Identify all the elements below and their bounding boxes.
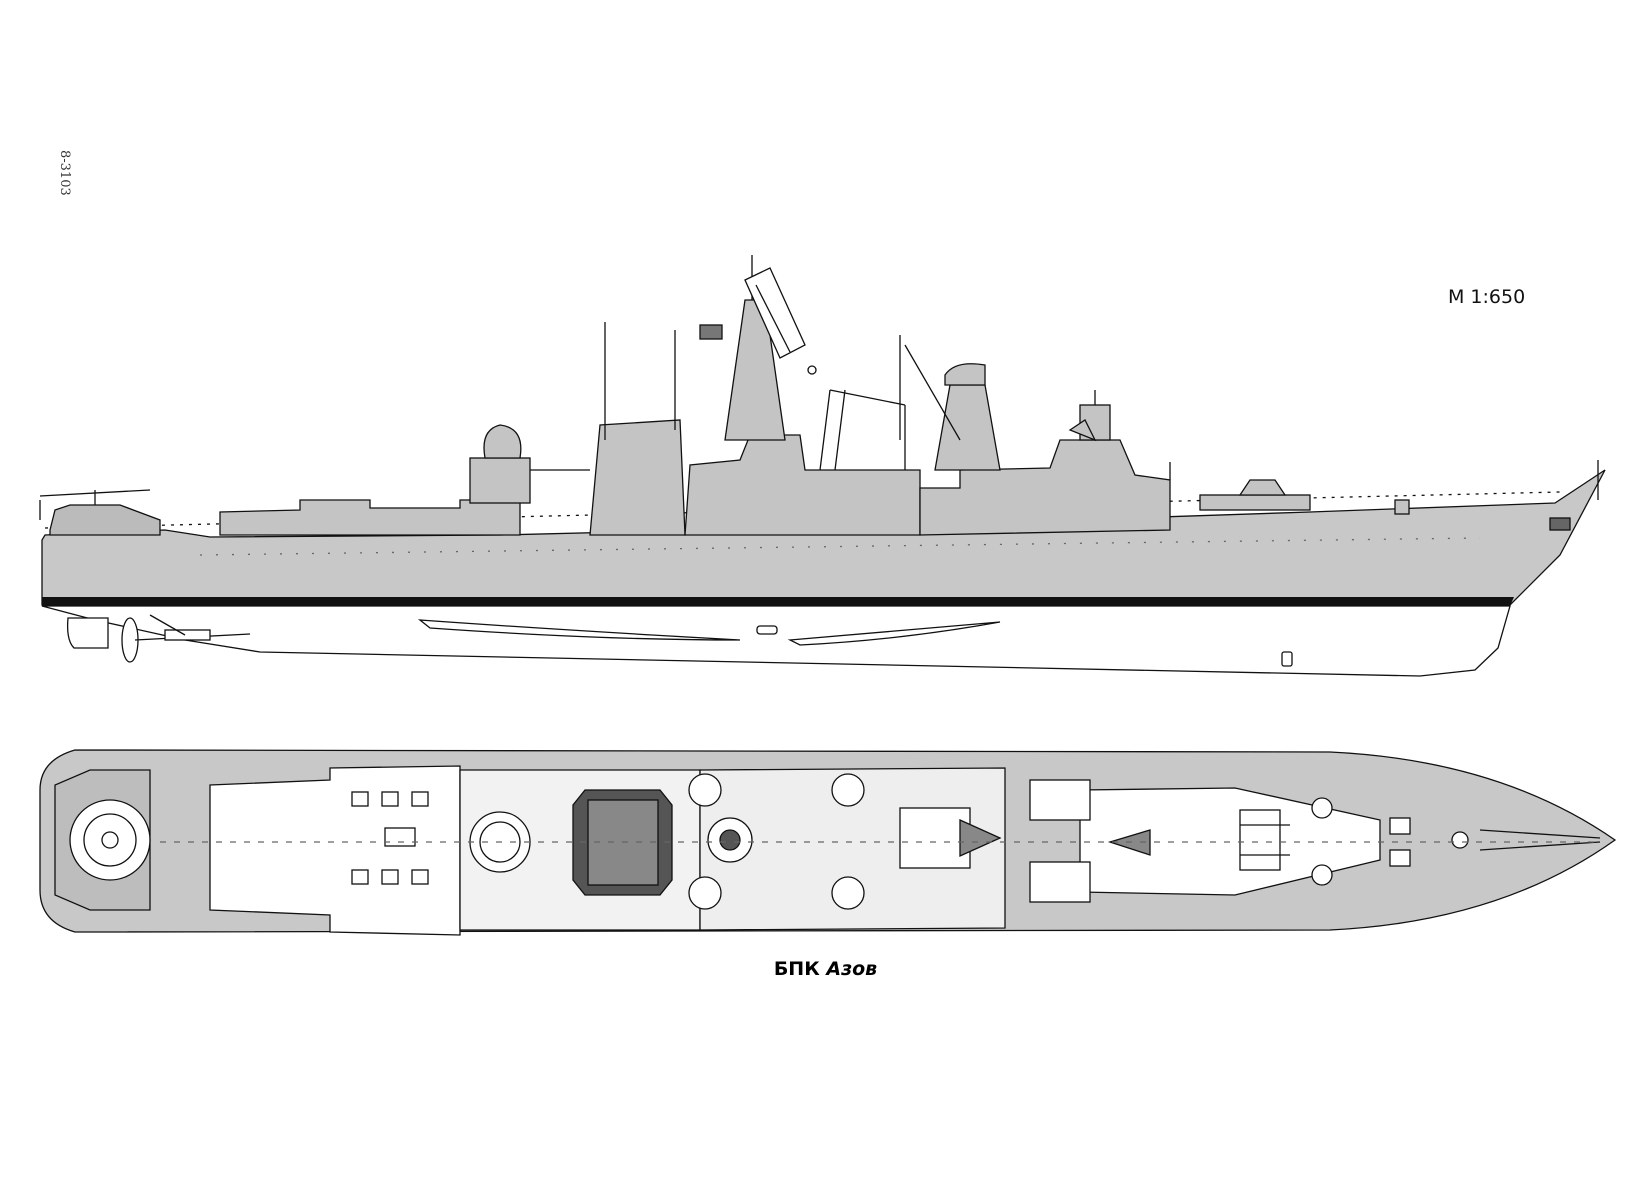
portholes [199, 537, 1481, 556]
aft-director [469, 424, 590, 504]
boot-top-band [42, 597, 1514, 606]
plan-fwd-mounts [899, 779, 1151, 903]
plan-superstructure [209, 765, 461, 936]
midship-superstructure [684, 434, 921, 536]
bilge-keel-fwd [787, 621, 1001, 646]
caption: БПК Азов [0, 958, 1651, 980]
caption-type: БПК [773, 958, 820, 980]
bow-mount [1394, 499, 1410, 515]
fore-mast [899, 335, 1001, 471]
aft-funnel [589, 419, 686, 536]
sonar-dome [756, 625, 778, 635]
helideck [54, 769, 151, 911]
caption-ship-name: Азов [826, 958, 878, 980]
forward-launcher [1199, 479, 1311, 511]
aft-superstructure [219, 499, 521, 536]
forward-superstructure [919, 439, 1171, 536]
plan-mast [688, 773, 865, 910]
mast-flag [699, 324, 723, 340]
plan-fwd-launcher [1239, 797, 1333, 886]
main-radar [744, 267, 806, 359]
propulsion [66, 614, 251, 663]
crane-davits [819, 389, 906, 471]
bilge-keel-aft [417, 619, 741, 641]
side-profile-view [39, 255, 1606, 677]
scale-label: M 1:650 [1448, 286, 1526, 308]
box-launchers [351, 791, 429, 885]
plan-bow [1389, 817, 1601, 867]
top-plan-view [39, 749, 1617, 936]
helicopter-side [39, 489, 161, 536]
mast-lamp [807, 365, 817, 375]
fwd-director [1068, 390, 1111, 442]
bow-sonar [1281, 651, 1293, 667]
hawse-pipe [1549, 517, 1571, 531]
